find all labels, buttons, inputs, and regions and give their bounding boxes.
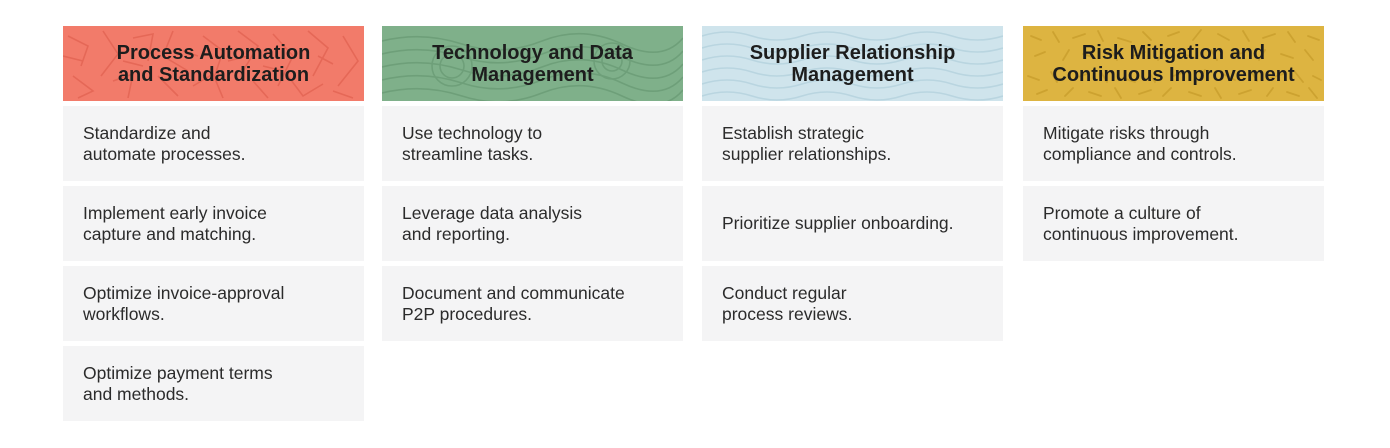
strategy-board: Process Automation and Standardization S… — [63, 26, 1327, 422]
texture-pattern — [63, 30, 359, 99]
texture-pattern — [702, 31, 1003, 101]
item-text: Document and communicate P2P procedures. — [402, 282, 625, 324]
list-item: Prioritize supplier onboarding. — [702, 186, 1003, 261]
item-text: Optimize payment terms and methods. — [83, 362, 273, 404]
list-item: Use technology to streamline tasks. — [382, 106, 683, 181]
list-item: Optimize payment terms and methods. — [63, 346, 364, 421]
column-technology-data: Technology and Data Management Use techn… — [382, 26, 683, 346]
item-text: Optimize invoice-approval workflows. — [83, 282, 285, 324]
texture-pattern — [1027, 29, 1322, 99]
item-text: Standardize and automate processes. — [83, 122, 246, 164]
item-text: Establish strategic supplier relationshi… — [722, 122, 892, 164]
list-item: Promote a culture of continuous improvem… — [1023, 186, 1324, 261]
column-header: Risk Mitigation and Continuous Improveme… — [1023, 26, 1324, 101]
list-item: Conduct regular process reviews. — [702, 266, 1003, 341]
item-text: Mitigate risks through compliance and co… — [1043, 122, 1237, 164]
list-item: Standardize and automate processes. — [63, 106, 364, 181]
column-risk-mitigation: Risk Mitigation and Continuous Improveme… — [1023, 26, 1324, 266]
column-title: Risk Mitigation and Continuous Improveme… — [1052, 41, 1295, 86]
list-item: Leverage data analysis and reporting. — [382, 186, 683, 261]
item-text: Leverage data analysis and reporting. — [402, 202, 582, 244]
list-item: Document and communicate P2P procedures. — [382, 266, 683, 341]
texture-pattern — [382, 32, 683, 101]
list-item: Optimize invoice-approval workflows. — [63, 266, 364, 341]
item-text: Implement early invoice capture and matc… — [83, 202, 267, 244]
column-header: Technology and Data Management — [382, 26, 683, 101]
column-header: Supplier Relationship Management — [702, 26, 1003, 101]
column-title: Supplier Relationship Management — [749, 41, 956, 86]
item-text: Conduct regular process reviews. — [722, 282, 853, 324]
list-item: Implement early invoice capture and matc… — [63, 186, 364, 261]
column-title: Process Automation and Standardization — [116, 41, 311, 86]
item-text: Prioritize supplier onboarding. — [722, 213, 954, 233]
column-process-automation: Process Automation and Standardization S… — [63, 26, 364, 426]
column-header: Process Automation and Standardization — [63, 26, 364, 101]
item-text: Use technology to streamline tasks. — [402, 122, 543, 164]
column-supplier-relationship: Supplier Relationship Management Establi… — [702, 26, 1003, 346]
column-title: Technology and Data Management — [432, 41, 633, 86]
list-item: Mitigate risks through compliance and co… — [1023, 106, 1324, 181]
item-text: Promote a culture of continuous improvem… — [1043, 202, 1239, 244]
list-item: Establish strategic supplier relationshi… — [702, 106, 1003, 181]
